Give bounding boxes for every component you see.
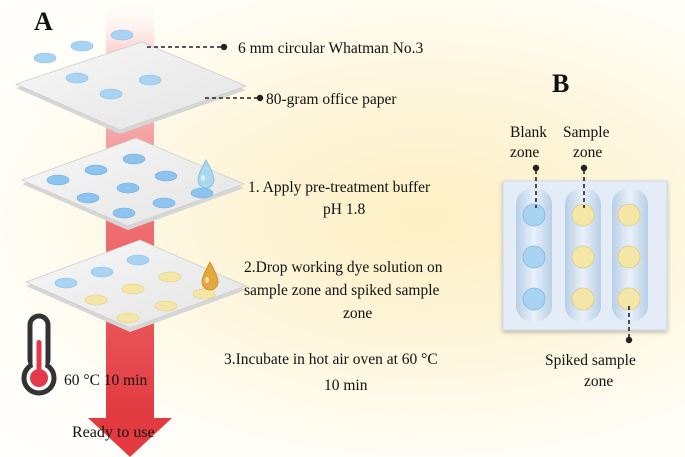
blank-zone-line2: zone [510, 144, 539, 161]
spiked-sample-zone-discs [617, 203, 641, 311]
spiked-zone-line2: zone [584, 373, 613, 390]
office-paper-sheet [14, 41, 248, 134]
step1-line1: 1. Apply pre-treatment buffer [248, 179, 431, 196]
sample-discs-a [84, 271, 216, 324]
step3-line1: 3.Incubate in hot air oven at 60 °C [224, 351, 438, 368]
thermometer-icon [21, 313, 57, 396]
panel-b-label: B [552, 69, 569, 98]
step1-line2: pH 1.8 [323, 201, 365, 218]
callout-lines-a [147, 43, 264, 102]
step2-line3: zone [343, 305, 372, 322]
blank-zone-discs [522, 203, 546, 311]
callout-lines-b [532, 164, 633, 344]
pretreatment-sheet [20, 137, 246, 230]
buffer-drop-icon [197, 159, 215, 189]
sample-zone-line2: zone [573, 144, 602, 161]
dye-drop-icon [201, 261, 219, 291]
step2-line2: sample zone and spiked sample [244, 282, 440, 299]
step3-line2: 10 min [324, 377, 368, 394]
office-paper-label: 80-gram office paper [266, 91, 397, 108]
spiked-zone-line1: Spiked sample [545, 352, 636, 369]
step2-line1: 2.Drop working dye solution on [244, 259, 443, 276]
sample-zone-line1: Sample [563, 124, 610, 141]
blank-discs-a [54, 254, 150, 289]
temperature-time-label: 60 °C 10 min [64, 372, 148, 389]
ready-to-use-label: Ready to use [72, 424, 155, 441]
paper-disc-label: 6 mm circular Whatman No.3 [238, 40, 423, 57]
blank-zone-line1: Blank [510, 124, 547, 141]
sample-zone-discs [571, 203, 595, 311]
dye-sheet [24, 239, 248, 332]
panel-a-label: A [34, 7, 53, 36]
